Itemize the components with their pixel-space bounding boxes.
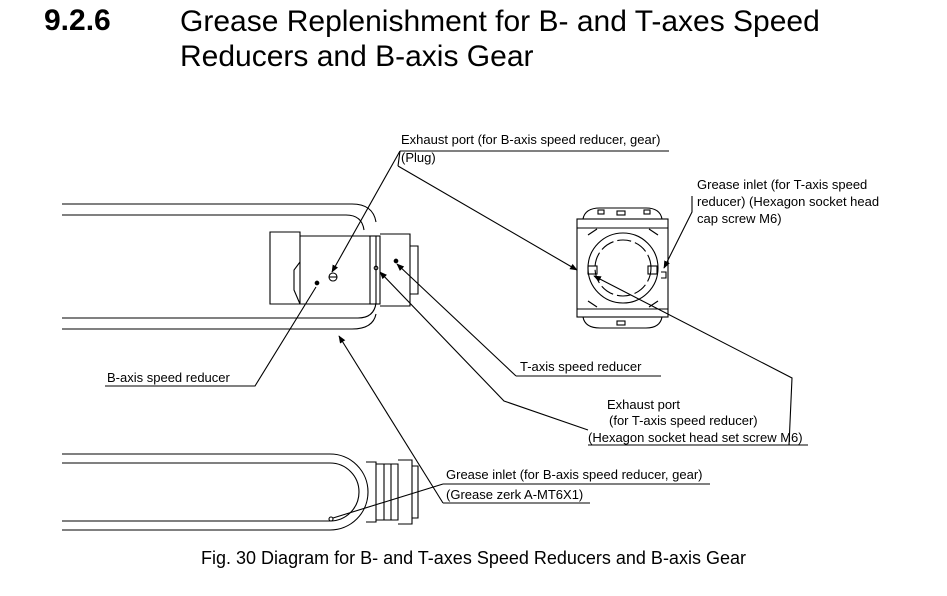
label-exhaust-t-line1: Exhaust port — [607, 397, 680, 412]
section-number: 9.2.6 — [44, 4, 111, 37]
label-exhaust-t-line2: (for T-axis speed reducer) — [609, 413, 758, 428]
label-grease-t-line1: Grease inlet (for T-axis speed — [697, 177, 867, 192]
label-exhaust-b-line1: Exhaust port (for B-axis speed reducer, … — [401, 132, 660, 147]
lower-arm-top-view — [62, 453, 419, 531]
section-title: Grease Replenishment for B- and T-axes S… — [180, 4, 820, 74]
label-b-reducer: B-axis speed reducer — [107, 370, 231, 385]
label-grease-b-line2: (Grease zerk A-MT6X1) — [446, 487, 583, 502]
label-exhaust-t-line3: (Hexagon socket head set screw M6) — [588, 430, 803, 445]
label-grease-b-line1: Grease inlet (for B-axis speed reducer, … — [446, 467, 703, 482]
label-grease-t-line2: reducer) (Hexagon socket head — [697, 194, 879, 209]
label-exhaust-b-line2: (Plug) — [401, 150, 436, 165]
label-t-reducer: T-axis speed reducer — [520, 359, 642, 374]
label-grease-t-line3: cap screw M6) — [697, 211, 782, 226]
section-title-line-2: Reducers and B-axis Gear — [180, 40, 534, 73]
section-title-line-1: Grease Replenishment for B- and T-axes S… — [180, 5, 820, 38]
labels: Exhaust port (for B-axis speed reducer, … — [107, 132, 879, 502]
figure-caption: Fig. 30 Diagram for B- and T-axes Speed … — [201, 548, 746, 568]
t-axis-front-view — [576, 207, 669, 329]
upper-arm-side-view — [62, 203, 419, 330]
